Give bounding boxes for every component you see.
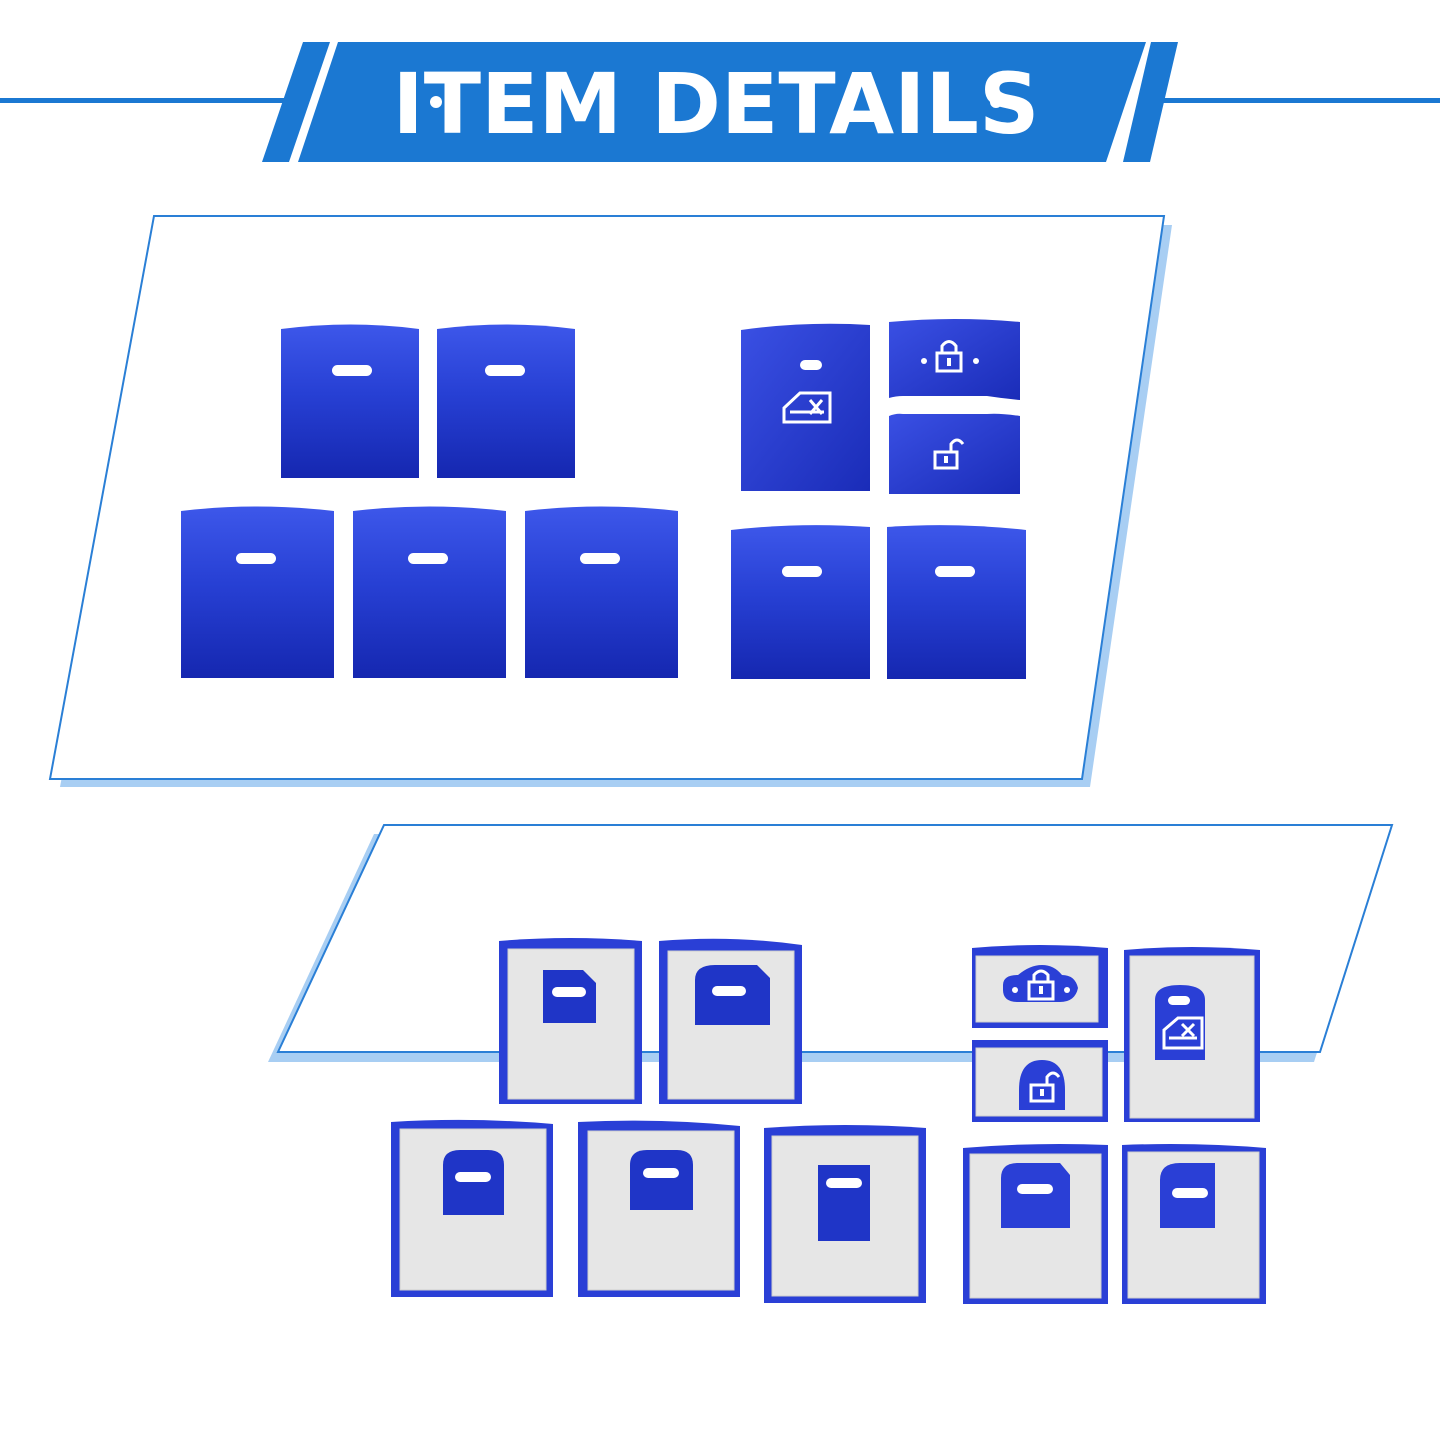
- slot-icon: [485, 365, 525, 376]
- padlock-locked-icon: [1027, 969, 1055, 1001]
- dot-icon: [1064, 987, 1070, 993]
- padlock-unlocked-icon: [1029, 1071, 1061, 1103]
- cap-back: [499, 938, 642, 1104]
- banner-line-left: [0, 98, 290, 103]
- window-lock-icon: [1162, 1016, 1204, 1050]
- cap-unlock: [889, 413, 1020, 494]
- window-lock-icon: [782, 391, 832, 424]
- slot-icon: [826, 1178, 862, 1188]
- cap-back-window-lock: [1124, 947, 1260, 1122]
- dot-icon: [921, 358, 927, 364]
- slot-icon: [712, 986, 746, 996]
- padlock-locked-icon: [935, 340, 963, 373]
- cap-front: [731, 525, 870, 679]
- cap-back: [1122, 1144, 1266, 1304]
- banner-line-right: [1150, 98, 1440, 103]
- cap-front: [181, 506, 334, 678]
- cap-back-unlock: [972, 1040, 1108, 1122]
- slot-icon: [552, 987, 586, 997]
- cap-lock: [889, 319, 1020, 400]
- banner-stripe-right: [1123, 42, 1178, 162]
- cap-back: [764, 1125, 926, 1303]
- banner-box: [298, 42, 1146, 162]
- slot-icon: [408, 553, 448, 564]
- slot-icon: [332, 365, 372, 376]
- banner-dot-right: [990, 96, 1002, 108]
- panel-back: [268, 824, 1394, 1304]
- cap-front: [887, 525, 1026, 679]
- slot-icon: [1172, 1188, 1208, 1198]
- slot-icon: [236, 553, 276, 564]
- padlock-unlocked-icon: [933, 438, 965, 470]
- slot-icon: [1017, 1184, 1053, 1194]
- cap-front: [437, 324, 575, 478]
- cap-window-lock: [741, 323, 870, 491]
- cap-back: [659, 938, 802, 1104]
- cap-back: [963, 1144, 1108, 1304]
- slot-icon: [782, 566, 822, 577]
- banner-title: ITEM DETAILS: [393, 55, 1040, 153]
- slot-icon: [580, 553, 620, 564]
- slot-icon: [455, 1172, 491, 1182]
- panel-front: [48, 215, 1172, 787]
- panel-front-frame: [48, 215, 1166, 780]
- dot-icon: [973, 358, 979, 364]
- cap-back-lock: [972, 945, 1108, 1028]
- cap-front: [281, 324, 419, 478]
- cap-back: [578, 1120, 740, 1297]
- banner-dot-left: [430, 96, 442, 108]
- slot-icon: [935, 566, 975, 577]
- slot-icon: [643, 1168, 679, 1178]
- banner-stripe-left: [262, 42, 330, 162]
- dot-icon: [1012, 987, 1018, 993]
- header-banner: ITEM DETAILS: [0, 42, 1440, 162]
- slot-icon: [1168, 996, 1190, 1005]
- cap-back: [391, 1119, 553, 1297]
- cap-front: [525, 506, 678, 678]
- cap-front: [353, 506, 506, 678]
- slot-icon: [800, 360, 822, 370]
